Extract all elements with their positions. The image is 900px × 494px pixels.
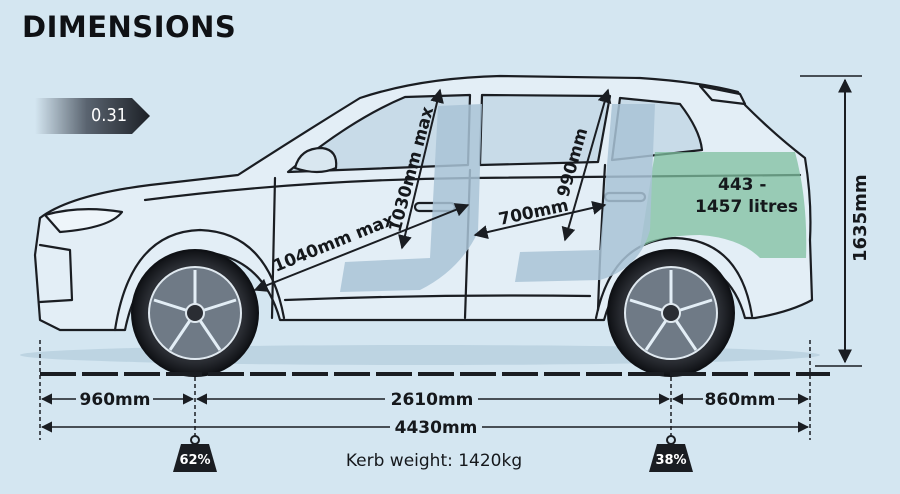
length-dimension-lines xyxy=(40,393,810,433)
boot-volume xyxy=(640,152,807,258)
front-weight-percent: 62% xyxy=(179,453,210,468)
wheelbase-label: 2610mm xyxy=(391,390,474,410)
kerb-weight-label: Kerb weight: 1420kg xyxy=(346,451,522,471)
rear-seat xyxy=(515,104,655,282)
sill-line xyxy=(283,294,592,302)
rear-weight-percent: 38% xyxy=(655,453,686,468)
front-legroom-arrow xyxy=(253,203,470,292)
rear-wheel xyxy=(607,249,735,377)
page-title: DIMENSIONS xyxy=(22,10,237,44)
rear-spoiler xyxy=(698,84,747,106)
front-overhang-label: 960mm xyxy=(80,390,151,410)
drag-coefficient-value: 0.31 xyxy=(91,105,128,126)
boot-capacity-line2: 1457 litres xyxy=(695,197,798,217)
rear-legroom-arrow xyxy=(473,201,607,239)
door-mirror xyxy=(293,146,338,174)
rear-wheel-arch xyxy=(594,236,754,320)
front-weight-badge xyxy=(173,435,217,472)
front-wheel xyxy=(131,249,259,377)
front-grille xyxy=(38,243,74,304)
overall-length-label: 4430mm xyxy=(395,418,478,438)
drag-badge-arrow-shape xyxy=(35,98,150,134)
interior-dimension-arrows xyxy=(253,88,612,292)
headlight xyxy=(43,208,124,234)
height-label: 1635mm xyxy=(850,174,871,262)
boot-capacity-line1: 443 - xyxy=(718,175,766,195)
reference-ticks xyxy=(39,340,811,440)
height-dimension xyxy=(800,75,862,367)
rear-weight-badge xyxy=(649,435,693,472)
drag-coefficient-badge: 0.31 xyxy=(35,98,150,134)
rear-overhang-label: 860mm xyxy=(705,390,776,410)
